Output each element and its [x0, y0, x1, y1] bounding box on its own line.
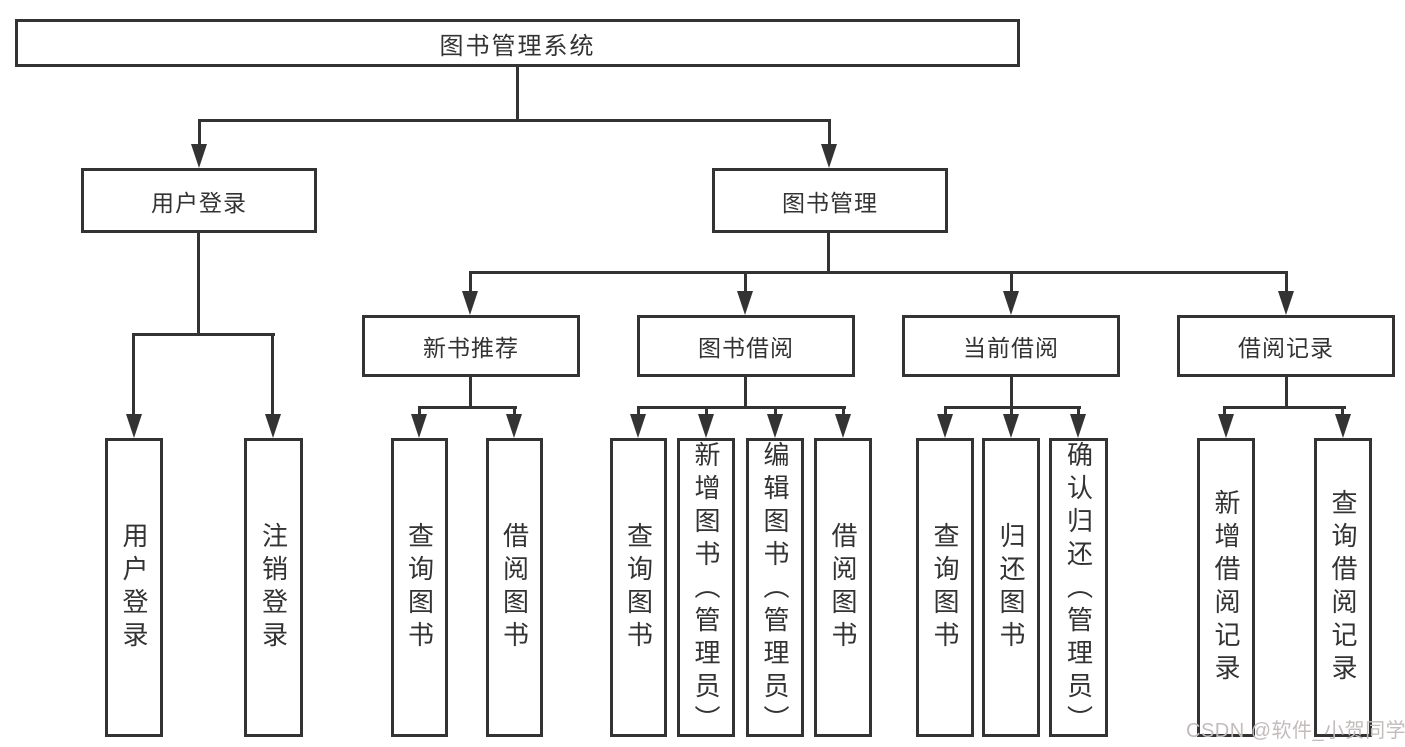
node-new-book-recommend: 新书推荐 — [362, 315, 580, 377]
node-new-book-recommend-label: 新书推荐 — [423, 335, 519, 361]
leaf-return-books: 归还图书 — [982, 438, 1040, 737]
node-book-borrowing-label: 图书借阅 — [698, 335, 794, 361]
leaf-user-login: 用户登录 — [105, 438, 163, 737]
leaf-borrow-books-recommend: 借阅图书 — [486, 438, 543, 737]
arrowhead-add-books-c-icon — [698, 414, 714, 438]
arrowhead-query-books-d-icon — [937, 414, 953, 438]
leaf-return-books-label: 归还图书 — [996, 521, 1026, 654]
leaf-logout-label: 注销登录 — [258, 521, 289, 654]
leaf-add-borrow-record-label: 新增借阅记录 — [1211, 488, 1241, 687]
connector-borrowing-bar — [637, 406, 846, 409]
connector-records-stem — [1285, 375, 1288, 409]
leaf-query-borrow-record-label: 查询借阅记录 — [1328, 488, 1358, 687]
arrowhead-query-books-b-icon — [411, 414, 427, 438]
leaf-query-books-recommend: 查询图书 — [391, 438, 448, 737]
leaf-add-books-admin: 新增图书（管理员） — [677, 438, 735, 738]
connector-borrowing-stem — [744, 375, 747, 409]
node-book-borrowing: 图书借阅 — [637, 315, 855, 377]
connector-bookmgmt-stem — [827, 231, 830, 274]
node-current-borrowing-label: 当前借阅 — [963, 335, 1059, 361]
connector-userlogin-bar — [132, 333, 275, 336]
node-root-label: 图书管理系统 — [439, 32, 596, 60]
leaf-edit-books-admin-label: 编辑图书（管理员） — [760, 441, 790, 738]
connector-drop-book-borrowing — [744, 271, 747, 293]
node-borrowing-records-label: 借阅记录 — [1238, 335, 1334, 361]
node-user-login-label: 用户登录 — [151, 189, 247, 216]
node-user-login: 用户登录 — [81, 168, 317, 233]
leaf-query-books-current: 查询图书 — [916, 438, 974, 737]
connector-root-bar — [198, 119, 831, 122]
connector-newbook-stem — [469, 375, 472, 409]
connector-drop-borrow-books-b — [513, 406, 516, 418]
arrowhead-query-books-c-icon — [630, 414, 646, 438]
connector-root-stem — [516, 65, 519, 121]
connector-current-stem — [1010, 375, 1013, 409]
arrowhead-borrow-books-c-icon — [835, 414, 851, 438]
connector-drop-add-record-e — [1223, 406, 1226, 418]
connector-drop-login-leaf — [132, 333, 135, 415]
leaf-add-books-admin-label: 新增图书（管理员） — [691, 441, 721, 738]
leaf-query-books-current-label: 查询图书 — [930, 521, 960, 654]
leaf-edit-books-admin: 编辑图书（管理员） — [746, 438, 804, 738]
leaf-query-books-borrowing-label: 查询图书 — [623, 521, 654, 654]
connector-drop-current-borrowing — [1010, 271, 1013, 293]
connector-drop-query-books-d — [944, 406, 947, 418]
arrowhead-query-record-e-icon — [1335, 414, 1351, 438]
connector-drop-borrow-books-c — [842, 406, 845, 418]
node-book-management: 图书管理 — [712, 168, 948, 233]
leaf-confirm-return-admin-label: 确认归还（管理员） — [1063, 441, 1094, 738]
leaf-add-borrow-record: 新增借阅记录 — [1197, 438, 1255, 737]
connector-drop-add-books-c — [705, 406, 708, 418]
connector-drop-new-book — [469, 271, 472, 293]
arrowhead-current-borrowing-icon — [1003, 291, 1019, 315]
connector-drop-borrowing-records — [1285, 271, 1288, 293]
arrowhead-book-management-icon — [821, 144, 837, 168]
csdn-watermark: CSDN @软件_小贺同学 — [1186, 720, 1405, 742]
leaf-query-borrow-record: 查询借阅记录 — [1314, 438, 1372, 737]
arrowhead-user-login-icon — [191, 144, 207, 168]
arrowhead-borrow-books-b-icon — [506, 414, 522, 438]
node-borrowing-records: 借阅记录 — [1177, 315, 1395, 377]
connector-drop-query-books-b — [418, 406, 421, 418]
connector-drop-query-books-c — [637, 406, 640, 418]
connector-newbook-bar — [418, 406, 517, 409]
leaf-borrow-books-borrowing-label: 借阅图书 — [828, 521, 858, 654]
arrowhead-borrowing-records-icon — [1278, 291, 1294, 315]
connector-drop-logout-leaf — [271, 333, 274, 415]
node-root-library-system: 图书管理系统 — [15, 19, 1020, 67]
arrowhead-login-leaf-icon — [126, 414, 142, 438]
connector-drop-user-login — [198, 119, 201, 147]
connector-drop-book-management — [828, 119, 831, 147]
connector-drop-confirm-return-d — [1077, 406, 1080, 418]
connector-records-bar — [1223, 406, 1346, 409]
leaf-user-login-label: 用户登录 — [119, 521, 149, 654]
node-book-management-label: 图书管理 — [782, 189, 878, 216]
arrowhead-confirm-return-d-icon — [1070, 414, 1086, 438]
leaf-query-books-recommend-label: 查询图书 — [404, 521, 435, 654]
leaf-logout: 注销登录 — [244, 438, 303, 737]
arrowhead-book-borrowing-icon — [737, 291, 753, 315]
connector-bookmgmt-bar — [469, 271, 1288, 274]
arrowhead-return-books-d-icon — [1003, 414, 1019, 438]
leaf-borrow-books-recommend-label: 借阅图书 — [499, 521, 530, 654]
connector-drop-query-record-e — [1341, 406, 1344, 418]
connector-drop-return-books-d — [1010, 406, 1013, 418]
arrowhead-logout-leaf-icon — [265, 414, 281, 438]
connector-drop-edit-books-c — [774, 406, 777, 418]
arrowhead-add-record-e-icon — [1218, 414, 1234, 438]
leaf-confirm-return-admin: 确认归还（管理员） — [1049, 438, 1108, 738]
leaf-borrow-books-borrowing: 借阅图书 — [814, 438, 872, 737]
connector-userlogin-stem — [197, 231, 200, 335]
arrowhead-new-book-icon — [462, 291, 478, 315]
node-current-borrowing: 当前借阅 — [902, 315, 1120, 377]
arrowhead-edit-books-c-icon — [767, 414, 783, 438]
leaf-query-books-borrowing: 查询图书 — [610, 438, 667, 737]
